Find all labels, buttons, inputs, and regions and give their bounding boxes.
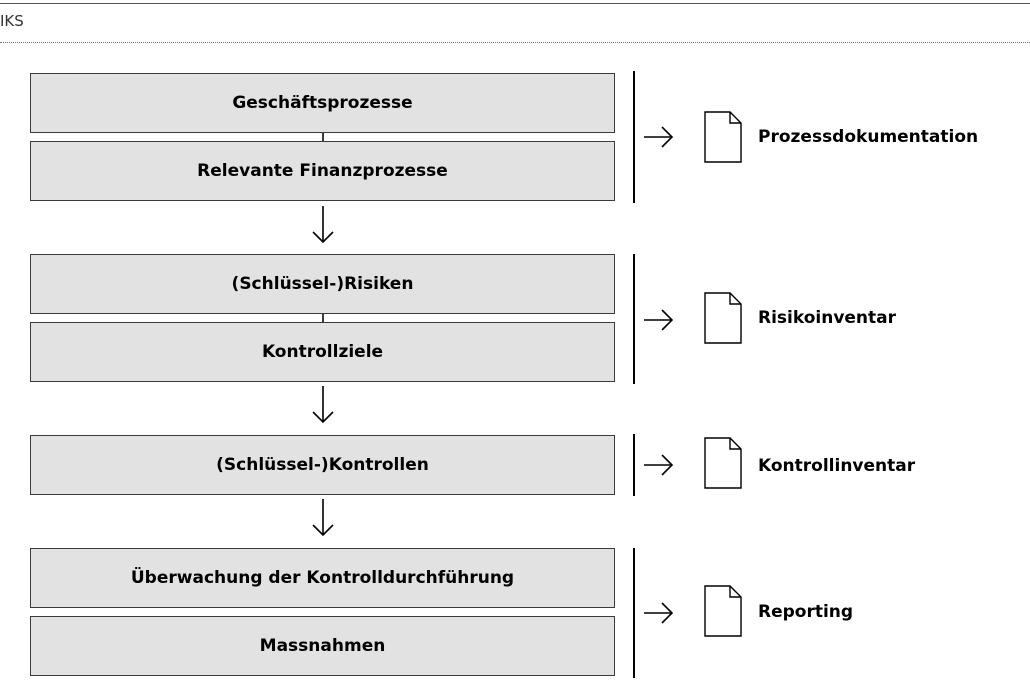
process-box-ueberwachung: Überwachung der Kontrolldurchführung bbox=[30, 548, 615, 608]
page-title: IKS bbox=[0, 12, 24, 30]
group-bracket bbox=[633, 254, 635, 384]
arrow-down-icon bbox=[310, 384, 336, 428]
process-box-kontrollziele: Kontrollziele bbox=[30, 322, 615, 382]
process-box-geschaeftsprozesse: Geschäftsprozesse bbox=[30, 73, 615, 133]
top-rule bbox=[0, 3, 1030, 4]
process-box-schluessel-kontrollen: (Schlüssel-)Kontrollen bbox=[30, 435, 615, 495]
document-icon bbox=[704, 292, 742, 344]
process-box-schluessel-risiken: (Schlüssel-)Risiken bbox=[30, 254, 615, 314]
output-label-reporting: Reporting bbox=[758, 602, 854, 622]
output-label-kontrollinventar: Kontrollinventar bbox=[758, 456, 916, 476]
header-divider bbox=[0, 42, 1030, 43]
group-bracket bbox=[633, 71, 635, 203]
arrow-right-icon bbox=[642, 451, 676, 479]
process-box-relevante-finanzprozesse: Relevante Finanzprozesse bbox=[30, 141, 615, 201]
group-bracket bbox=[633, 548, 635, 678]
arrow-right-icon bbox=[642, 123, 676, 151]
process-box-massnahmen: Massnahmen bbox=[30, 616, 615, 676]
arrow-down-icon bbox=[310, 204, 336, 248]
document-icon bbox=[704, 585, 742, 637]
output-label-prozessdokumentation: Prozessdokumentation bbox=[758, 127, 979, 147]
document-icon bbox=[704, 437, 742, 489]
document-icon bbox=[704, 111, 742, 163]
arrow-right-icon bbox=[642, 599, 676, 627]
box-connector bbox=[322, 133, 324, 141]
box-connector bbox=[322, 314, 324, 322]
arrow-right-icon bbox=[642, 306, 676, 334]
group-bracket bbox=[633, 434, 635, 496]
output-label-risikoinventar: Risikoinventar bbox=[758, 308, 897, 328]
arrow-down-icon bbox=[310, 497, 336, 541]
